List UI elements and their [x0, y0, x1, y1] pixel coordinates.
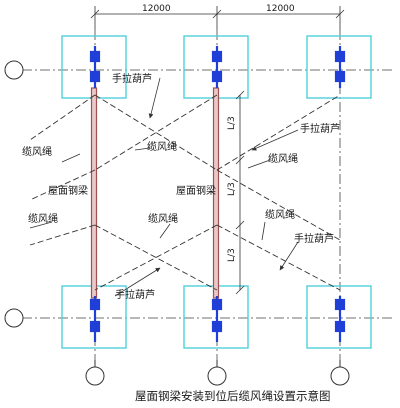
dimension-left: 12000	[142, 4, 171, 14]
axis-bubbles	[4, 60, 350, 386]
label-hoist-right-upper: 手拉葫芦	[300, 122, 340, 135]
label-guy-rope-center-lower: 缆风绳	[148, 212, 178, 225]
third-label-mid: L/3	[227, 182, 237, 196]
label-guy-rope-left-upper: 缆风绳	[22, 145, 52, 158]
label-guy-rope-center-upper: 缆风绳	[147, 140, 177, 153]
axis-bubble-bottom	[4, 308, 24, 328]
label-guy-rope-left-lower: 缆风绳	[28, 212, 58, 225]
dimension-right: 12000	[266, 4, 295, 14]
label-guy-rope-right-lower: 缆风绳	[265, 208, 295, 221]
label-roof-beam-center: 屋面钢梁	[176, 184, 216, 197]
thirds-dimension	[235, 90, 245, 295]
roof-beam-left-member	[90, 87, 98, 299]
dimension-lines	[90, 6, 345, 30]
label-hoist-right-lower: 手拉葫芦	[294, 232, 334, 245]
pad-top-right	[306, 35, 372, 99]
third-label-bottom: L/3	[227, 248, 237, 262]
label-guy-rope-right-upper: 缆风绳	[268, 152, 298, 165]
label-hoist-bottom: 手拉葫芦	[115, 288, 155, 301]
axis-bubble-top	[4, 60, 24, 80]
guy-ropes	[29, 94, 341, 291]
steel-columns	[89, 46, 346, 342]
third-label-top: L/3	[227, 116, 237, 130]
pad-bottom-right	[306, 285, 372, 349]
label-roof-beam-left: 屋面钢梁	[48, 184, 88, 197]
label-hoist-top: 手拉葫芦	[112, 72, 152, 85]
leader-lines	[29, 77, 299, 297]
axis-bubble-col-2	[207, 366, 227, 386]
axis-bubble-col-3	[330, 366, 350, 386]
diagram-caption: 屋面钢梁安装到位后缆风绳设置示意图	[135, 389, 331, 403]
axis-bubble-col-1	[85, 366, 105, 386]
